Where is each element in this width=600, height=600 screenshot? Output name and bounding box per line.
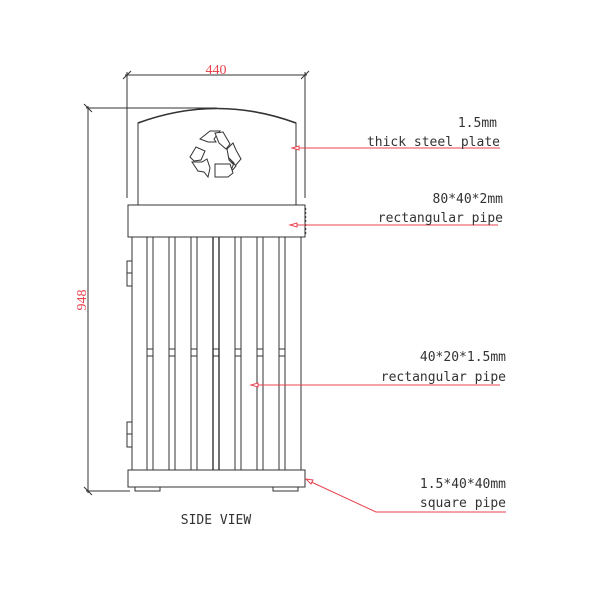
foot-right	[272, 486, 299, 492]
view-label: SIDE VIEW	[181, 513, 252, 528]
callout-3-description: rectangular pipe	[381, 370, 506, 385]
slat	[146, 237, 154, 470]
callout-1-description: thick steel plate	[367, 135, 500, 150]
callout-1-spec: 1.5mm	[458, 116, 497, 131]
slat	[278, 237, 286, 470]
leader-rectangular-band	[288, 222, 498, 228]
slat	[256, 237, 264, 470]
slat	[168, 237, 176, 470]
slats	[146, 237, 286, 470]
callout-2-description: rectangular pipe	[378, 211, 503, 226]
leader-square-pipe	[304, 478, 506, 513]
body-frame	[126, 237, 302, 470]
height-dimension-value: 948	[75, 290, 90, 311]
leader-steel-plate	[290, 145, 500, 151]
callout-4-description: square pipe	[420, 496, 506, 511]
foot-left	[134, 486, 161, 492]
slat	[190, 237, 198, 470]
leader-slat-pipe	[249, 382, 500, 388]
recycle-icon	[189, 130, 242, 179]
top-steel-plate	[137, 107, 297, 205]
leader-lines	[249, 145, 506, 513]
callout-2-spec: 80*40*2mm	[433, 192, 504, 207]
width-dimension	[122, 70, 310, 198]
slat	[234, 237, 242, 470]
rectangular-band	[127, 204, 307, 238]
callout-3-spec: 40*20*1.5mm	[420, 350, 506, 365]
callout-4-spec: 1.5*40*40mm	[420, 477, 506, 492]
height-dimension	[83, 103, 217, 496]
slat	[212, 237, 220, 470]
width-dimension-value: 440	[206, 63, 227, 78]
base-square-pipe	[127, 469, 306, 492]
